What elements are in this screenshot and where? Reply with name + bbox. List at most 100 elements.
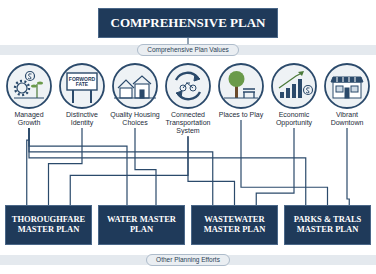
value-circle: Connected Transportation System [162, 64, 214, 135]
plan-title: THOROUGHFARE MASTER PLAN [9, 215, 88, 234]
door [345, 88, 349, 98]
circle-fill [7, 64, 51, 108]
value-circle: Managed Growth [3, 64, 55, 127]
bike-frame [183, 83, 193, 88]
sign-post [72, 90, 74, 103]
trend-head [298, 71, 304, 76]
master-plan-box: THOROUGHFARE MASTER PLAN [5, 205, 92, 245]
gear [17, 83, 27, 93]
sign-icon [67, 73, 97, 103]
circle-border [166, 64, 210, 108]
sign-text: FORWORD FATE [68, 75, 96, 89]
bar [280, 92, 284, 98]
value-label: Managed Growth [3, 111, 55, 127]
circle-border [325, 64, 369, 108]
circle-fill [272, 64, 316, 108]
circle-outline [271, 63, 317, 109]
value-label: Distinctive Identity [56, 111, 108, 127]
connector-line [29, 128, 127, 205]
roof [118, 80, 134, 88]
growth-chart-icon [279, 71, 313, 98]
value-label: Quality Housing Choices [109, 111, 161, 127]
dollar-sign [28, 74, 32, 79]
house [120, 88, 132, 98]
circle-fill [166, 64, 210, 108]
title-text: COMPREHENSIVE PLAN [111, 15, 266, 31]
circle-fill [113, 64, 157, 108]
circle-outline [6, 63, 52, 109]
efforts-strip [0, 255, 376, 265]
circle-border [7, 64, 51, 108]
plan-title: PARKS & TRALS MASTER PLAN [288, 215, 367, 234]
park-icon [224, 71, 258, 98]
sign-board [67, 73, 97, 90]
sign-post [90, 90, 92, 103]
awning-stripes [337, 77, 355, 82]
section-band: Comprehensive Plan Values [137, 44, 239, 56]
circle-fill [219, 64, 263, 108]
window [351, 86, 358, 92]
circle-fill [325, 64, 369, 108]
connector-line [241, 120, 328, 205]
value-circle: Places to Play [215, 64, 267, 119]
connector-line [29, 128, 306, 205]
bar [292, 84, 296, 98]
window [336, 86, 343, 92]
circle-border [113, 64, 157, 108]
growth-icon [14, 72, 44, 99]
bench [243, 89, 255, 98]
houses-icon [114, 76, 156, 98]
circle-outline [165, 63, 211, 109]
storefront-icon [331, 77, 363, 98]
leaf [37, 81, 43, 84]
title-box: COMPREHENSIVE PLAN [98, 8, 279, 38]
arrow-tip [176, 91, 182, 98]
arrow-tip [194, 74, 200, 81]
circle-outline [112, 63, 158, 109]
bar [298, 79, 302, 98]
plan-title: WATER MASTER PLAN [102, 215, 181, 234]
ground [14, 98, 44, 99]
connector-line [188, 136, 235, 205]
ground [114, 97, 156, 98]
value-label: Places to Play [215, 111, 267, 119]
coin [26, 72, 35, 81]
connector-line [49, 128, 83, 205]
value-label: Connected Transportation System [162, 111, 214, 135]
door [140, 90, 144, 98]
store [333, 82, 361, 98]
trend-arrow [279, 73, 302, 88]
awning [331, 77, 363, 82]
house [135, 84, 149, 98]
cycle-icon [176, 73, 200, 99]
circle-border [219, 64, 263, 108]
section-band: Other Planning Efforts [146, 254, 230, 266]
circle-fill [60, 64, 104, 108]
connector-line [135, 128, 156, 205]
connector-line [256, 128, 294, 205]
leaf [31, 84, 37, 87]
coin [304, 86, 313, 95]
band-label: Other Planning Efforts [156, 257, 220, 264]
circle-border [60, 64, 104, 108]
connector-line [29, 128, 213, 205]
bar [286, 88, 290, 98]
value-circle: Vibrant Downtown [321, 64, 373, 127]
roof [133, 76, 151, 84]
plan-title: WASTEWATER MASTER PLAN [195, 215, 274, 234]
master-plan-box: PARKS & TRALS MASTER PLAN [284, 205, 371, 245]
master-plan-box: WASTEWATER MASTER PLAN [191, 205, 278, 245]
circle-fills [7, 64, 369, 108]
tree-crown [229, 71, 245, 87]
value-circle: Economic Opportunity [268, 64, 320, 127]
value-circle: Distinctive Identity [56, 64, 108, 127]
connector-line [347, 128, 349, 205]
band-label: Comprehensive Plan Values [147, 47, 229, 54]
connector-line [70, 136, 188, 205]
value-label: Vibrant Downtown [321, 111, 373, 127]
circle-outline [324, 63, 370, 109]
gear-teeth [15, 81, 29, 95]
value-circle: Quality Housing Choices [109, 64, 161, 127]
circle-outline [218, 63, 264, 109]
